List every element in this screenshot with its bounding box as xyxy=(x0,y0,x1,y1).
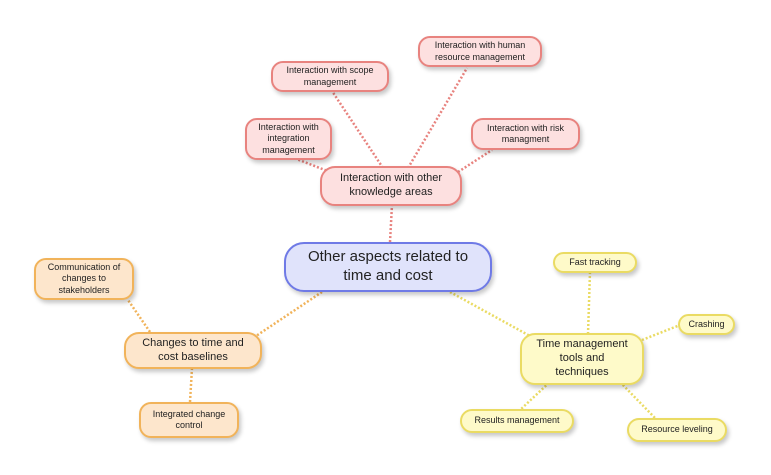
integration-management-node[interactable]: Interaction with integration management xyxy=(245,118,332,160)
link-tools-fasttracking xyxy=(586,271,592,335)
tools-techniques-node[interactable]: Time management tools and techniques xyxy=(520,333,644,385)
scope-management-node[interactable]: Interaction with scope management xyxy=(271,61,389,92)
link-knowledge-integration xyxy=(293,156,331,174)
link-tools-leveling xyxy=(619,381,656,419)
link-central-knowledge xyxy=(388,204,394,243)
link-tools-results xyxy=(519,379,553,411)
resource-leveling-node[interactable]: Resource leveling xyxy=(627,418,727,442)
human-resource-node[interactable]: Interaction with human resource manageme… xyxy=(418,36,542,67)
link-knowledge-scope xyxy=(330,90,385,169)
link-knowledge-hr xyxy=(406,67,469,169)
crashing-node[interactable]: Crashing xyxy=(678,314,735,335)
results-management-node[interactable]: Results management xyxy=(460,409,574,433)
link-baselines-integrated xyxy=(188,367,194,403)
knowledge-areas-node[interactable]: Interaction with other knowledge areas xyxy=(320,166,462,206)
integrated-change-control-node[interactable]: Integrated change control xyxy=(139,402,239,438)
link-knowledge-risk xyxy=(457,148,493,174)
risk-management-node[interactable]: Interaction with risk managment xyxy=(471,118,580,150)
baselines-node[interactable]: Changes to time and cost baselines xyxy=(124,332,262,369)
link-tools-crashing xyxy=(641,323,681,342)
link-central-baselines xyxy=(255,290,323,338)
central-topic-node[interactable]: Other aspects related to time and cost xyxy=(284,242,492,292)
link-baselines-communication xyxy=(126,299,152,333)
fast-tracking-node[interactable]: Fast tracking xyxy=(553,252,637,273)
link-central-tools xyxy=(449,290,531,338)
communication-node[interactable]: Communication of changes to stakeholders xyxy=(34,258,134,300)
